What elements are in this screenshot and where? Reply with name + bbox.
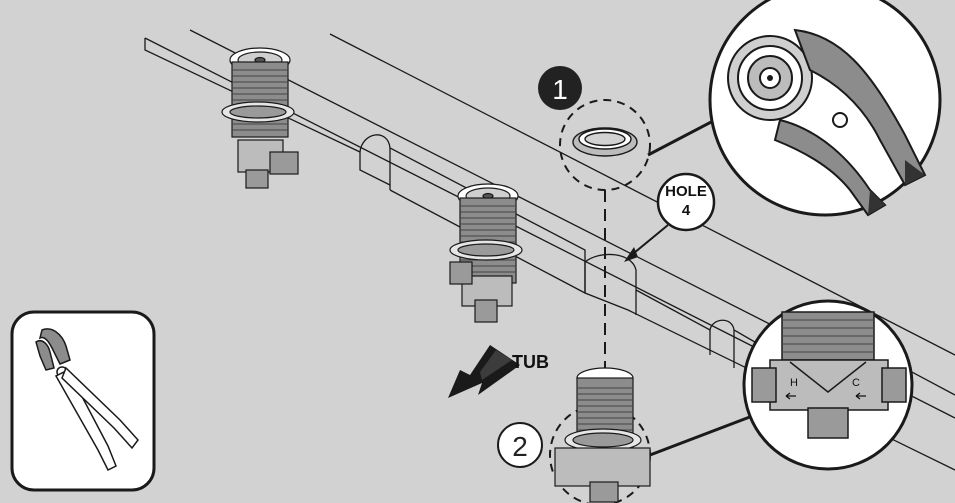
- zoom-detail-pliers: [708, 0, 942, 217]
- zoom-connector-bottom: [649, 413, 756, 457]
- svg-text:1: 1: [552, 74, 568, 105]
- svg-text:HOLE: HOLE: [665, 183, 707, 200]
- step-2-badge: 2: [497, 422, 543, 468]
- valve-left: [221, 47, 299, 189]
- valve-bottom: [554, 367, 651, 503]
- tub-deck: [144, 29, 955, 471]
- cold-label: C: [852, 377, 860, 389]
- zoom-detail-inlets: H C: [742, 299, 914, 471]
- pliers-icon: [35, 328, 139, 472]
- hole-4-callout: HOLE 4: [624, 172, 716, 262]
- svg-text:4: 4: [682, 202, 691, 219]
- hot-label: H: [790, 377, 798, 389]
- tub-direction: TUB: [448, 345, 549, 398]
- step-1-badge: 1: [538, 66, 582, 110]
- hole-4-cutout: [584, 253, 637, 315]
- washer: [572, 127, 638, 157]
- svg-text:2: 2: [512, 431, 528, 462]
- zoom-connector-top: [647, 118, 716, 157]
- valve-middle: [449, 183, 523, 323]
- svg-text:TUB: TUB: [512, 352, 549, 372]
- tool-panel: [10, 310, 156, 492]
- arrow-icon: [448, 345, 520, 398]
